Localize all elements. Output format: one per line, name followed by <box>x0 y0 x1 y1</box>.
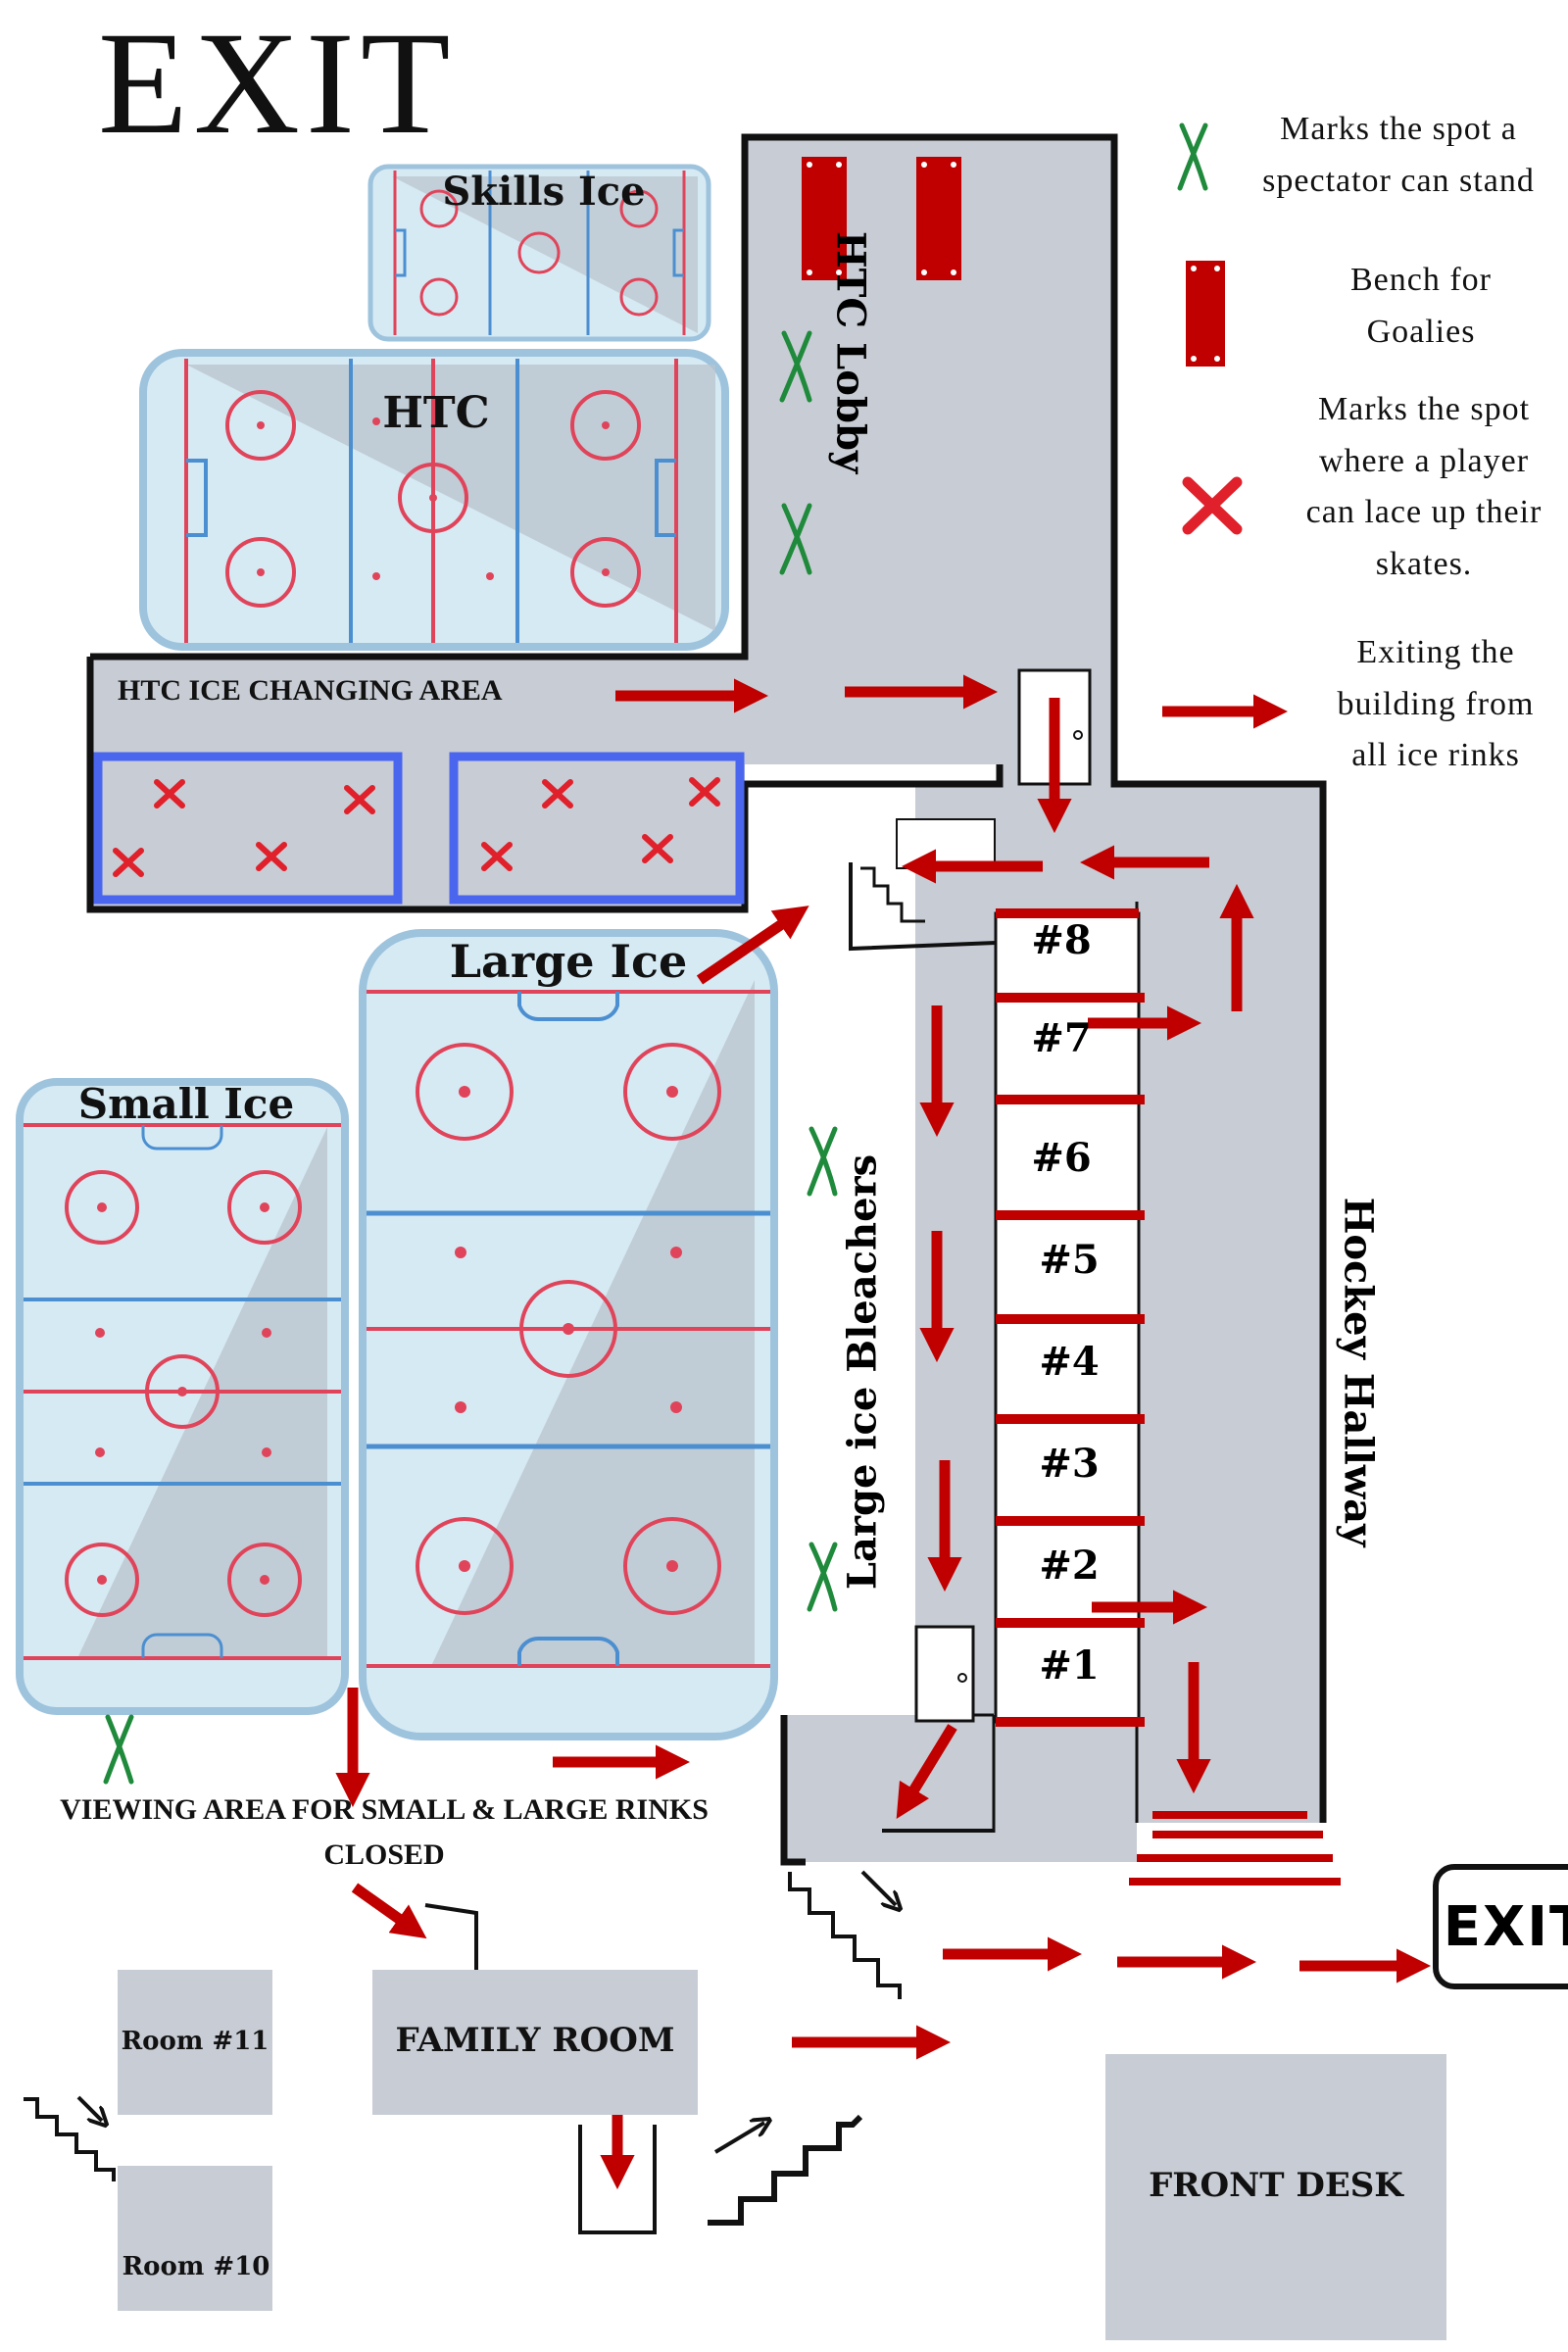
red-arrow-icon <box>351 1883 427 1939</box>
hockey-hallway-label: Hockey Hallway <box>1335 1197 1382 1547</box>
red-x-icon <box>113 848 144 877</box>
red-x-icon <box>689 777 720 807</box>
legend-lace: Marks the spot where a player can lace u… <box>1264 384 1568 591</box>
door-lower <box>914 1625 975 1723</box>
red-x-icon <box>154 779 185 808</box>
goalie-bench-icon <box>802 157 847 280</box>
htc-rink <box>139 349 729 651</box>
legend-exit-line1: Exiting the <box>1356 634 1515 670</box>
room-11-label: Room #11 <box>121 2027 270 2056</box>
htc-lobby-label: HTC Lobby <box>827 230 874 474</box>
family-room-label: FAMILY ROOM <box>395 2021 675 2060</box>
dressing-rooms-column <box>994 908 1145 1727</box>
legend-exit-line2: building from <box>1337 685 1535 722</box>
red-x-icon <box>344 785 375 814</box>
red-x-icon <box>256 842 287 871</box>
room-number-2: #2 <box>1039 1543 1100 1589</box>
bleachers-label: Large ice Bleachers <box>839 1153 886 1591</box>
legend-bench: Bench for Goalies <box>1264 255 1568 358</box>
legend-bench-icon <box>1186 261 1225 367</box>
small-ice-rink <box>16 1078 349 1715</box>
htc-changing-area-label: HTC ICE CHANGING AREA <box>118 674 503 707</box>
front-desk-label: FRONT DESK <box>1149 2166 1403 2205</box>
legend-lace-line1: Marks the spot <box>1317 391 1531 427</box>
red-arrow-icon <box>896 1724 957 1820</box>
red-arrow-icon <box>696 906 809 985</box>
legend-bench-line1: Bench for <box>1349 262 1492 298</box>
lace-spots <box>113 476 1243 877</box>
legend-exit-line3: all ice rinks <box>1351 737 1520 774</box>
large-ice-rink <box>359 929 778 1740</box>
legend-lace-line4: skates. <box>1375 546 1473 583</box>
legend-lace-line2: where a player <box>1318 442 1530 479</box>
legend-lace-line3: can lace up their <box>1305 494 1543 531</box>
small-ice-label: Small Ice <box>77 1080 295 1128</box>
changing-rooms <box>93 752 745 905</box>
green-x-icon <box>807 1126 838 1197</box>
green-x-icon <box>779 330 812 403</box>
legend-exit: Exiting the building from all ice rinks <box>1294 627 1568 782</box>
room-number-6: #6 <box>1031 1135 1092 1181</box>
legend-spectator-line2: spectator can stand <box>1262 162 1535 199</box>
htc-label: HTC <box>382 388 490 438</box>
room-boxes <box>118 1970 1446 2340</box>
viewing-closed-label: CLOSED <box>323 1838 445 1871</box>
green-x-icon <box>807 1542 838 1612</box>
room-number-5: #5 <box>1039 1237 1100 1283</box>
lower-structures <box>24 1870 900 2234</box>
stairs-bars <box>1129 1811 1341 1886</box>
room-number-4: #4 <box>1039 1339 1100 1385</box>
room-number-8: #8 <box>1031 917 1092 963</box>
goalie-bench-icon <box>916 157 961 280</box>
red-x-icon <box>542 779 573 808</box>
green-x-icon <box>779 503 812 575</box>
exit-arrows <box>335 674 1432 2190</box>
legend-spectator-line1: Marks the spot a <box>1280 111 1517 147</box>
legend-spectator: Marks the spot a spectator can stand <box>1229 104 1568 207</box>
legend-bench-line2: Goalies <box>1366 313 1476 350</box>
legend-red-x-icon <box>1182 476 1243 535</box>
room-number-3: #3 <box>1039 1441 1100 1487</box>
spectator-spots <box>103 122 1208 1785</box>
room-number-7: #7 <box>1031 1015 1092 1061</box>
skills-ice-label: Skills Ice <box>442 169 646 215</box>
large-ice-label: Large Ice <box>449 935 688 988</box>
skills-ice-rink <box>368 164 711 342</box>
viewing-area-label: VIEWING AREA FOR SMALL & LARGE RINKS <box>60 1793 709 1826</box>
legend-green-x-icon <box>1177 122 1208 191</box>
green-x-icon <box>103 1714 134 1785</box>
red-x-icon <box>481 842 513 871</box>
red-x-icon <box>642 834 673 863</box>
room-number-1: #1 <box>1039 1642 1100 1689</box>
room-10-label: Room #10 <box>122 2252 270 2281</box>
page-title: EXIT <box>98 2 457 165</box>
exit-sign: EXIT <box>1433 1864 1568 1989</box>
